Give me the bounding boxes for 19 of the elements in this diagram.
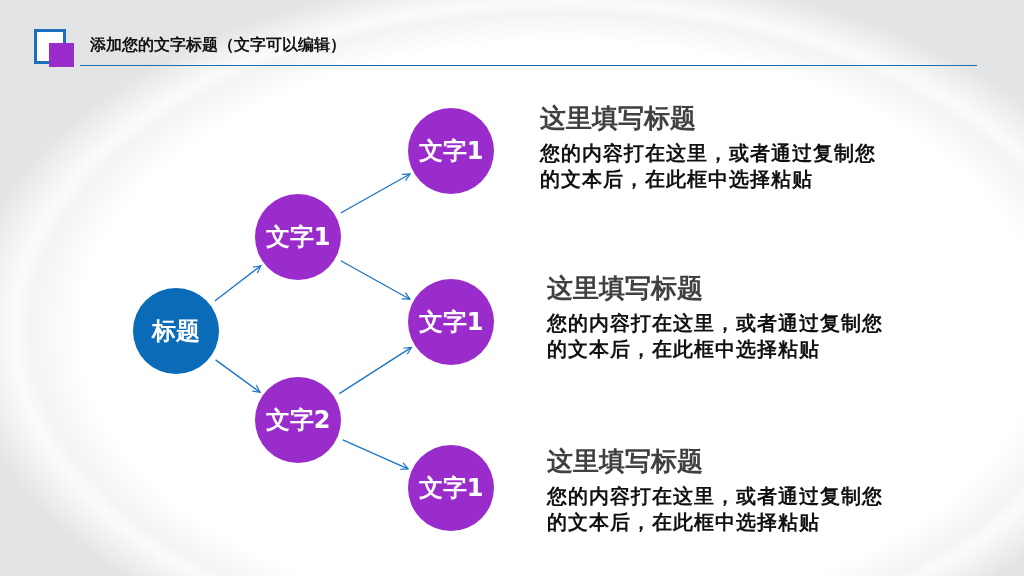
item-heading: 这里填写标题 (547, 445, 703, 477)
arrow (338, 346, 413, 395)
node-label: 文字1 (418, 473, 484, 504)
arrow (214, 359, 261, 393)
arrow (214, 265, 262, 302)
item-description: 您的内容打在这里，或者通过复制您的文本后，在此框中选择粘贴 (540, 140, 877, 192)
node-label: 文字1 (418, 136, 484, 167)
node-label: 文字2 (265, 405, 331, 436)
item-description: 您的内容打在这里，或者通过复制您的文本后，在此框中选择粘贴 (547, 310, 884, 362)
arrow (340, 260, 411, 300)
arrow (340, 173, 411, 214)
slide-title: 添加您的文字标题（文字可以编辑） (90, 35, 346, 55)
arrow (342, 439, 409, 470)
item-heading: 这里填写标题 (547, 272, 703, 304)
node-label: 标题 (152, 316, 200, 347)
item-heading: 这里填写标题 (540, 102, 696, 134)
node-label: 文字1 (418, 307, 484, 338)
item-description: 您的内容打在这里，或者通过复制您的文本后，在此框中选择粘贴 (547, 483, 884, 535)
node-label: 文字1 (265, 222, 331, 253)
